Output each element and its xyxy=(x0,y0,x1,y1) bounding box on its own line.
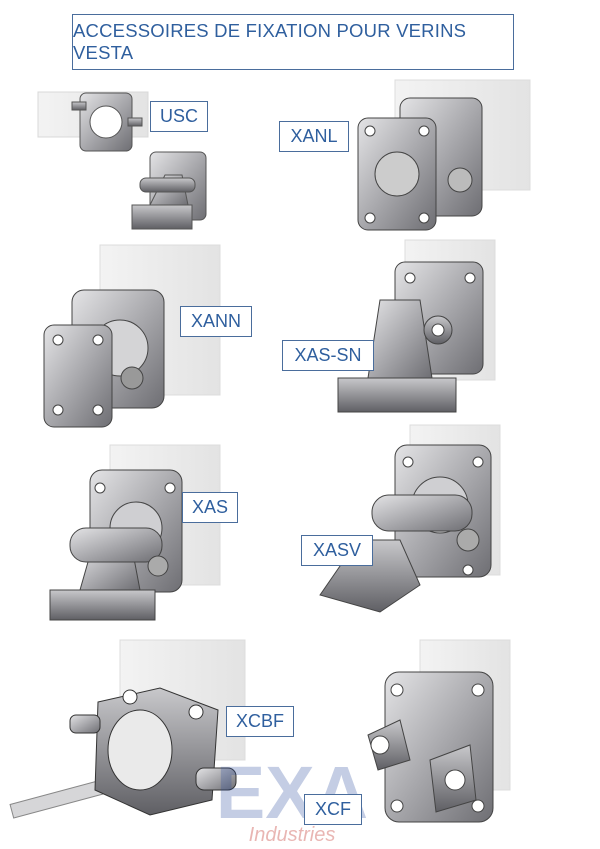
usc-illustration xyxy=(37,91,207,230)
xas-sn-illustration xyxy=(337,239,496,413)
label-xasv: XASV xyxy=(301,535,373,566)
xasv-illustration xyxy=(319,424,501,613)
xanl-illustration xyxy=(357,79,531,231)
xas-illustration xyxy=(49,444,221,621)
watermark-logo: EXA Industries xyxy=(216,751,368,846)
xcbf-illustration xyxy=(9,639,246,819)
label-xanl: XANL xyxy=(279,121,349,152)
label-usc: USC xyxy=(150,101,208,132)
page-title-text: ACCESSOIRES DE FIXATION POUR VERINS VEST… xyxy=(73,20,467,63)
label-xas-sn: XAS-SN xyxy=(282,340,374,371)
label-xcf: XCF xyxy=(304,794,362,825)
label-xann: XANN xyxy=(180,306,252,337)
page-title: ACCESSOIRES DE FIXATION POUR VERINS VEST… xyxy=(72,14,514,70)
xcf-illustration xyxy=(367,639,511,823)
watermark-sub: Industries xyxy=(249,824,336,846)
label-xas: XAS xyxy=(182,492,238,523)
label-xcbf: XCBF xyxy=(226,706,294,737)
